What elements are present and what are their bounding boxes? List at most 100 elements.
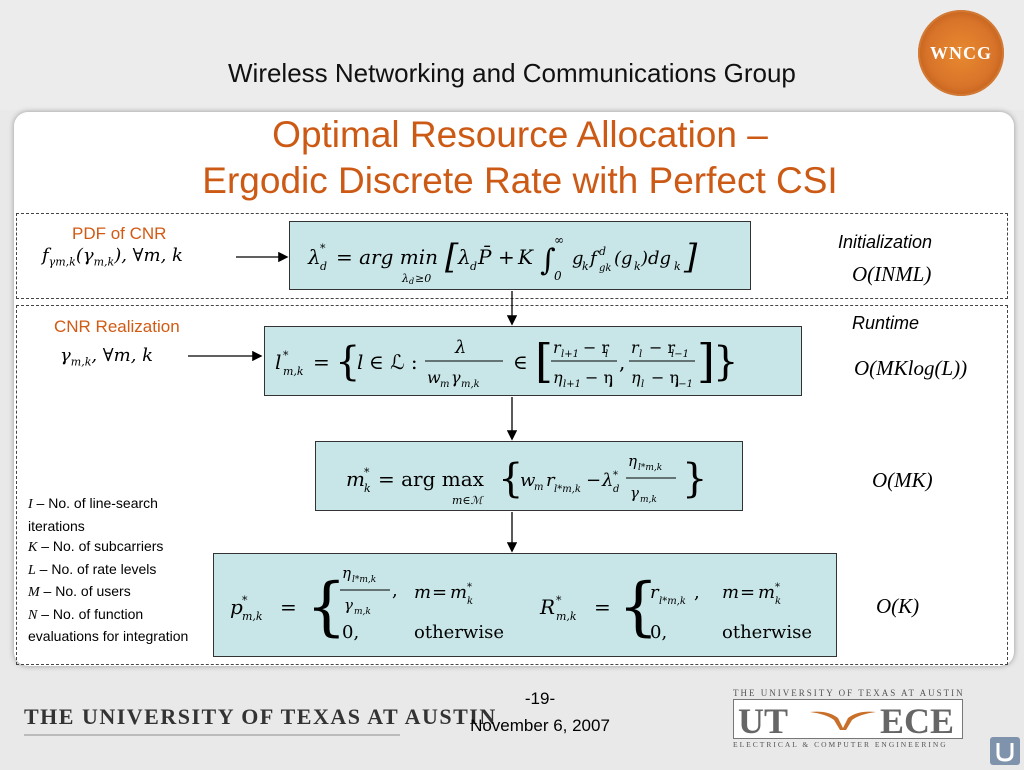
- svg-text:{: {: [618, 570, 659, 644]
- slide-date: November 6, 2007: [470, 716, 610, 735]
- svg-text:}: }: [682, 456, 707, 502]
- svg-text:=: =: [280, 595, 297, 619]
- svg-text:[: [: [445, 237, 459, 277]
- pdf-input-expression: fγm,k(γm,k), ∀m, k: [42, 245, 183, 269]
- svg-text:*: *: [613, 470, 618, 481]
- svg-text:λ: λ: [307, 245, 321, 269]
- complexity-subcarrier: O(MK): [872, 468, 933, 492]
- svg-text:m∈ℳ: m∈ℳ: [452, 494, 485, 507]
- svg-text:m,k: m,k: [461, 379, 480, 390]
- svg-text:λ: λ: [457, 245, 471, 269]
- svg-text:m: m: [440, 379, 449, 390]
- symbol-legend: I – No. of line-search iterations K – No…: [28, 493, 203, 647]
- svg-text:]: ]: [683, 237, 698, 277]
- svg-text:γ: γ: [451, 368, 461, 387]
- cnr-realization-label: CNR Realization: [54, 317, 180, 336]
- svg-text:−: −: [586, 470, 601, 491]
- svg-text:l*m,k: l*m,k: [352, 575, 376, 585]
- svg-text:,: ,: [392, 580, 398, 601]
- svg-text:= arg min: = arg min: [336, 245, 438, 269]
- svg-text:l*m,k: l*m,k: [659, 596, 686, 607]
- svg-text:0,: 0,: [342, 622, 359, 643]
- svg-text:l+1: l+1: [561, 349, 579, 360]
- svg-text:k: k: [467, 596, 473, 607]
- svg-text:r: r: [650, 582, 660, 603]
- svg-text:= arg max: = arg max: [378, 467, 485, 491]
- group-title: Wireless Networking and Communications G…: [228, 58, 796, 88]
- svg-text:l: l: [641, 379, 644, 390]
- svg-text:− η: − η: [585, 368, 613, 387]
- svg-text:m,k: m,k: [242, 610, 263, 623]
- svg-text:otherwise: otherwise: [414, 622, 504, 643]
- svg-text:*: *: [775, 582, 780, 593]
- svg-text:,: ,: [619, 350, 625, 374]
- svg-text:∫: ∫: [540, 243, 556, 278]
- svg-text:[: [: [535, 334, 553, 388]
- svg-text:m,k: m,k: [556, 610, 577, 623]
- svg-text:0,: 0,: [650, 622, 667, 643]
- svg-text:− r: − r: [649, 338, 675, 357]
- svg-text:≥0: ≥0: [415, 272, 431, 285]
- svg-text:w: w: [520, 470, 536, 491]
- svg-text:=: =: [432, 582, 447, 603]
- ut-ece-wordmark: UT ECE: [733, 699, 963, 741]
- svg-text:m,k: m,k: [354, 607, 371, 617]
- svg-text:p: p: [230, 595, 243, 619]
- svg-text:+: +: [498, 245, 515, 269]
- slide-title: Optimal Resource Allocation – Ergodic Di…: [60, 112, 980, 204]
- svg-text:d: d: [409, 277, 414, 286]
- initialization-label: Initialization: [838, 232, 933, 252]
- svg-text:η: η: [631, 368, 641, 387]
- svg-text:)dg: )dg: [640, 248, 671, 269]
- svg-text:l−1: l−1: [675, 379, 693, 390]
- svg-text:0: 0: [554, 269, 562, 283]
- svg-text:l: l: [639, 349, 642, 360]
- svg-text:}: }: [713, 339, 738, 385]
- svg-text:P̄: P̄: [477, 244, 492, 269]
- svg-text:k: k: [634, 260, 641, 273]
- longhorn-icon: [810, 711, 876, 730]
- svg-text:γ: γ: [630, 484, 639, 502]
- ut-ece-top-text: THE UNIVERSITY OF TEXAS AT AUSTIN: [733, 688, 965, 698]
- title-line-2: Ergodic Discrete Rate with Perfect CSI: [202, 160, 838, 201]
- svg-text:η: η: [553, 368, 563, 387]
- ut-text: UT: [738, 701, 789, 741]
- title-line-1: Optimal Resource Allocation –: [272, 114, 768, 155]
- svg-text:*: *: [320, 242, 326, 255]
- u-icon: [990, 737, 1020, 765]
- svg-text:m: m: [346, 467, 365, 491]
- svg-text:d: d: [470, 260, 477, 273]
- complexity-power: O(K): [876, 594, 920, 618]
- svg-text:d: d: [613, 484, 619, 495]
- svg-text:l−1: l−1: [671, 349, 689, 360]
- svg-text:]: ]: [697, 334, 715, 388]
- svg-text:d: d: [599, 245, 606, 258]
- svg-text:∞: ∞: [554, 233, 564, 247]
- svg-text:*: *: [242, 594, 248, 607]
- svg-text:d: d: [320, 260, 327, 273]
- svg-text:k: k: [582, 260, 589, 273]
- legend-item: K – No. of subcarriers: [28, 538, 164, 555]
- svg-text:*: *: [283, 349, 289, 362]
- svg-text:m: m: [722, 582, 739, 603]
- svg-text:*: *: [364, 466, 370, 479]
- slide-header: [0, 0, 1024, 110]
- svg-text:l+1: l+1: [563, 379, 581, 390]
- legend-item: L – No. of rate levels: [28, 560, 157, 578]
- svg-text:k: k: [674, 260, 681, 273]
- university-footer: THE UNIVERSITY OF TEXAS AT AUSTIN: [24, 704, 497, 729]
- footer-divider: [24, 734, 400, 736]
- logo-text: WNCG: [930, 43, 992, 63]
- svg-text:l: l: [275, 350, 281, 374]
- svg-text:,: ,: [694, 582, 700, 603]
- legend-item: I – No. of line-search iterations: [28, 495, 158, 534]
- page-number: -19-: [524, 689, 556, 708]
- svg-text:m: m: [758, 582, 775, 603]
- cnr-input-expression: γm,k, ∀m, k: [60, 345, 154, 369]
- svg-text:− η: − η: [651, 368, 679, 387]
